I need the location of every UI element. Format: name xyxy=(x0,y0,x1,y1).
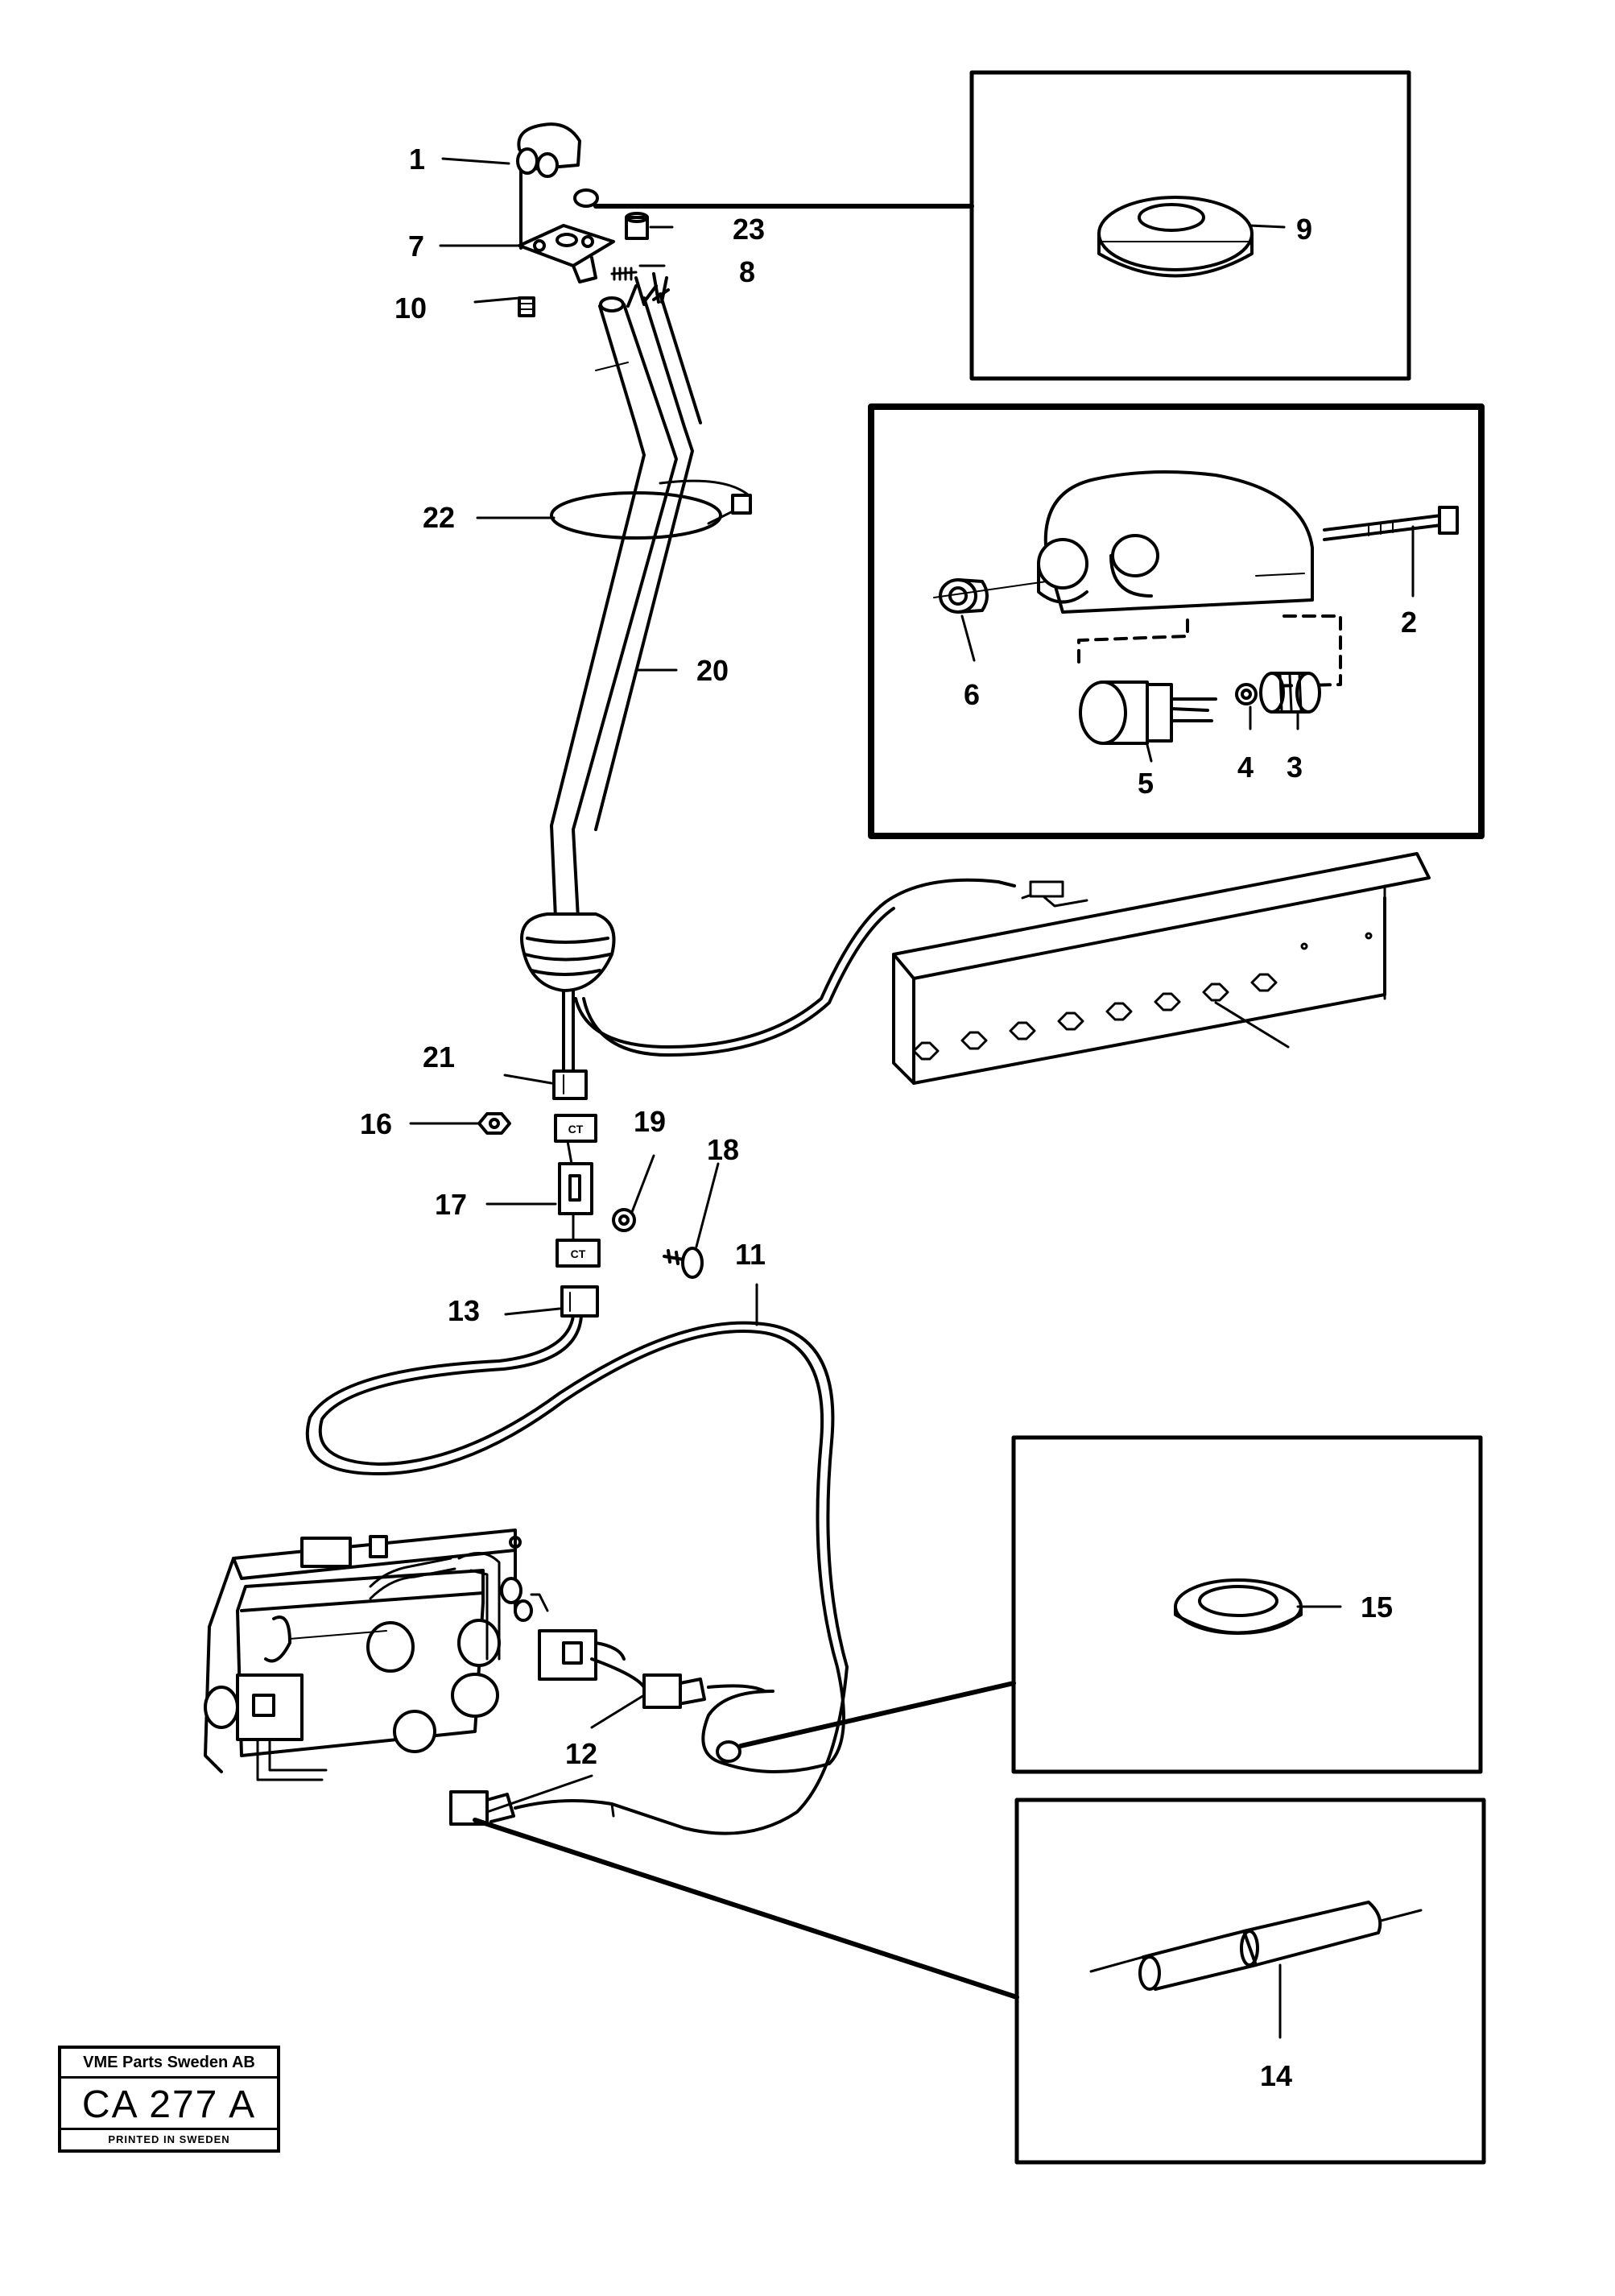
connector-13 xyxy=(560,1285,599,1318)
detail-pointer-lines xyxy=(473,204,1019,2000)
panel-lamp-holes xyxy=(912,932,1373,1061)
callout-8: 8 xyxy=(739,255,755,288)
mounting-plate xyxy=(518,224,615,283)
callout-22: 22 xyxy=(423,501,455,534)
screw-18 xyxy=(663,1247,704,1279)
callout-4: 4 xyxy=(1237,751,1254,784)
connector-lower: CT xyxy=(556,1239,601,1268)
callout-3: 3 xyxy=(1287,751,1303,784)
callout-19: 19 xyxy=(634,1105,666,1138)
callout-7: 7 xyxy=(408,230,424,263)
connector-12-upper xyxy=(590,1657,766,1709)
indicator-panel xyxy=(892,852,1431,1085)
lever-bellows xyxy=(520,912,616,992)
control-lever xyxy=(550,272,702,920)
bushing-part xyxy=(933,578,1047,614)
nut-part xyxy=(1235,683,1258,705)
callout-21: 21 xyxy=(423,1040,455,1074)
svg-text:CT: CT xyxy=(571,1247,586,1260)
screw-10 xyxy=(518,296,535,317)
switch-part xyxy=(1079,681,1217,745)
detail-box-fuse xyxy=(1014,1797,1486,2165)
callout-2: 2 xyxy=(1401,606,1417,639)
nut-16 xyxy=(477,1112,511,1135)
set-screw xyxy=(610,267,638,281)
leader-lines xyxy=(409,157,1415,2039)
spring-part xyxy=(1259,672,1321,714)
panel-wire-2 xyxy=(582,907,895,1057)
callout-14: 14 xyxy=(1260,2059,1292,2092)
stamp-drawing-code: CA 277 A xyxy=(81,2083,257,2126)
detail-box-washer xyxy=(1011,1435,1483,1774)
cable-tie xyxy=(550,479,752,540)
bushing-23 xyxy=(625,212,649,240)
callout-18: 18 xyxy=(707,1133,739,1166)
panel-wire xyxy=(574,878,1016,1049)
callout-11: 11 xyxy=(735,1238,766,1271)
knob-housing xyxy=(1037,470,1314,614)
connector-upper: CT xyxy=(554,1114,597,1143)
callout-labels: 1 2 3 4 5 6 7 8 9 10 11 12 13 14 15 16 1… xyxy=(360,143,1417,2092)
harness-grommet xyxy=(716,1740,741,1763)
callout-5: 5 xyxy=(1138,767,1154,800)
control-knob xyxy=(516,122,581,250)
cable-harness-2 xyxy=(318,1314,849,1669)
connector-12-lower xyxy=(449,1790,686,1830)
grommet-part xyxy=(1097,196,1254,278)
callout-1: 1 xyxy=(409,143,425,176)
washer-part xyxy=(1174,1578,1303,1635)
stamp-printed: PRINTED IN SWEDEN xyxy=(61,2128,277,2149)
detail-box-knob-assembly xyxy=(868,403,1485,839)
fuse-part xyxy=(1089,1901,1423,1991)
callout-10: 10 xyxy=(394,292,427,325)
valve-block xyxy=(204,1529,626,1781)
callout-15: 15 xyxy=(1361,1591,1393,1624)
fuse-holder xyxy=(558,1162,593,1215)
callout-12: 12 xyxy=(565,1737,597,1770)
connector-21 xyxy=(552,1069,588,1100)
knob-grommet xyxy=(573,188,599,208)
screw-part xyxy=(1323,506,1459,541)
svg-text:CT: CT xyxy=(568,1123,584,1136)
callout-9: 9 xyxy=(1296,213,1312,246)
callout-16: 16 xyxy=(360,1107,392,1140)
cable-harness xyxy=(305,1314,845,1773)
nut-19 xyxy=(612,1208,636,1232)
callout-23: 23 xyxy=(733,213,765,246)
title-stamp: VME Parts Sweden AB CA 277 A PRINTED IN … xyxy=(58,2046,280,2153)
stamp-company: VME Parts Sweden AB xyxy=(61,2049,277,2079)
detail-box-grommet xyxy=(969,70,1411,381)
callout-17: 17 xyxy=(435,1188,467,1221)
callout-13: 13 xyxy=(448,1294,480,1327)
callout-6: 6 xyxy=(964,678,980,711)
callout-20: 20 xyxy=(696,654,729,687)
